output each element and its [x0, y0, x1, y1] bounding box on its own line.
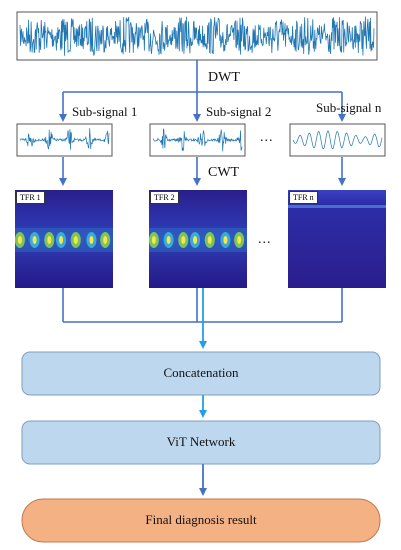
final-result-label: Final diagnosis result	[145, 512, 257, 527]
final-result-box	[21, 498, 381, 543]
tfr-energy-core	[151, 236, 156, 244]
sub-signal-2-label: Sub-signal 2	[206, 104, 272, 119]
concatenation-label: Concatenation	[163, 365, 239, 380]
tfr-energy-core	[47, 236, 52, 244]
concatenation-box	[21, 351, 381, 396]
tfr-energy-core	[89, 236, 94, 244]
sub-signal-n-waveform	[292, 130, 383, 150]
tfr-energy-core	[181, 236, 186, 244]
sub-signal-n-label: Sub-signal n	[316, 100, 382, 115]
tfr-energy-core	[193, 236, 198, 244]
sub-signal-n-frame	[289, 123, 386, 157]
sub-signal-ellipsis: ...	[260, 130, 274, 145]
cwt-label: CWT	[208, 165, 240, 180]
tfr-energy-core	[207, 236, 212, 244]
tfr-n-image	[288, 190, 386, 288]
raw-signal-waveform	[19, 16, 375, 56]
tfr-2-image	[148, 190, 247, 288]
tfr-ellipsis: ...	[258, 232, 272, 247]
dwt-label: DWT	[208, 70, 240, 85]
tfr-energy-core	[32, 236, 37, 244]
tfr-energy-core	[17, 236, 22, 244]
tfr-energy-core	[237, 236, 242, 244]
tfr-2-tag: TFR 2	[150, 191, 179, 204]
tfr-energy-core	[73, 236, 78, 244]
tfr-1-tag: TFR 1	[16, 191, 45, 204]
tfr-energy-core	[103, 236, 108, 244]
sub-signal-1-waveform	[19, 128, 110, 150]
sub-signal-2-waveform	[152, 128, 243, 152]
vit-network-label: ViT Network	[166, 434, 236, 449]
sub-signal-1-label: Sub-signal 1	[72, 104, 138, 119]
tfr-n-tag: TFR n	[289, 191, 318, 204]
tfr-energy-core	[223, 236, 228, 244]
tfr-1-image	[14, 190, 113, 288]
tfr-energy-core	[59, 236, 64, 244]
vit-network-box	[21, 420, 381, 465]
tfr-energy-core	[166, 236, 171, 244]
